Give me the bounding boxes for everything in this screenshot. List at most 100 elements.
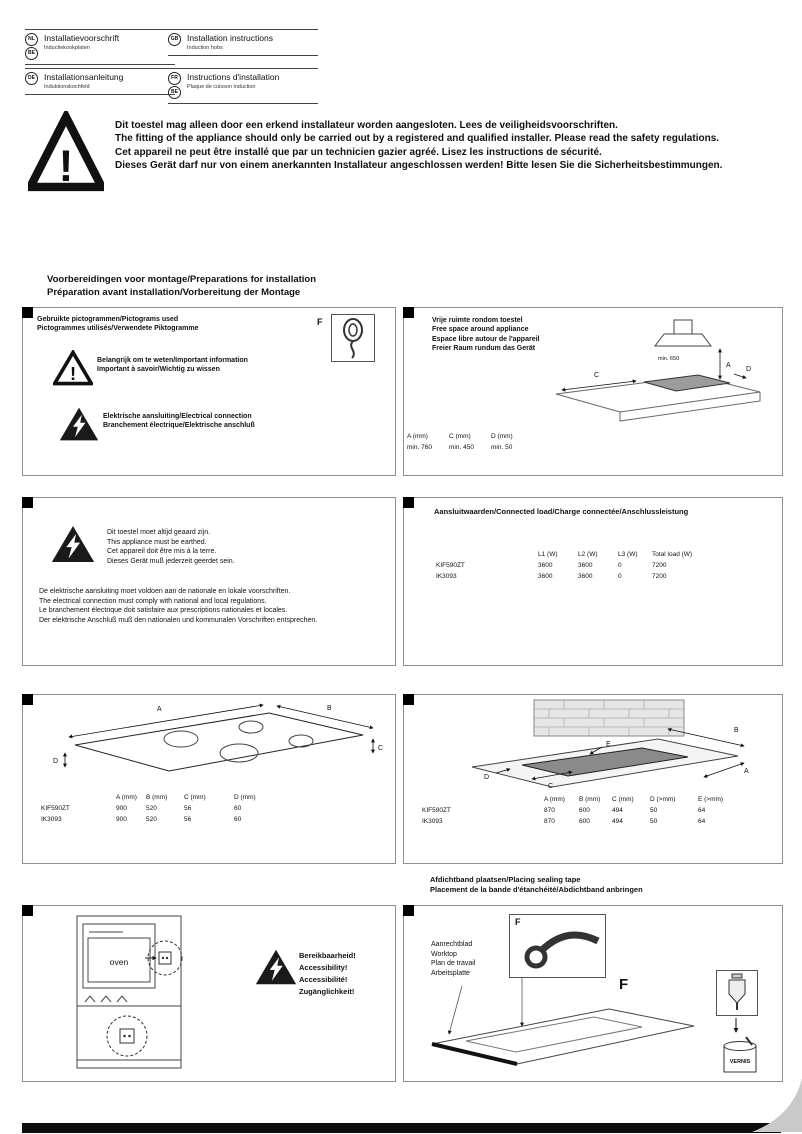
lang-text: Installation instructions Induction hobs [187,33,273,51]
lang-title: Installation instructions [187,33,273,43]
free-space-title: Vrije ruimte rondom toestel Free space a… [432,317,540,352]
tape-f-label: F [317,317,323,327]
dim-label-c: C [548,783,553,789]
dim-label-e: E [606,741,611,748]
lang-badge-fr: FR [168,72,181,85]
panel-corner-marker [403,497,414,508]
panel-corner-marker [22,694,33,705]
dim-label-a: A [157,706,162,713]
panel-corner-marker [403,694,414,705]
hob-dimensions-table: A (mm) B (mm) C (mm) D (mm) KIF590ZT 900… [41,791,274,824]
lang-title: Instructions d'installation [187,72,280,82]
dim-label-a: A [744,768,749,775]
table-row: IK3093 3600 3600 0 7200 [436,573,667,580]
lang-block-fr-be: FR BE Instructions d'installation Plaque… [168,68,318,104]
warning-triangle-icon: ! [28,111,104,192]
important-info-icon: ! [53,350,93,386]
tape-detail-inset: F [509,914,606,978]
panel-corner-marker [22,497,33,508]
lang-subtitle: Induction hobs [187,45,223,51]
sealing-tape-image [331,314,375,362]
table-row: IK3093 900 520 56 60 [41,816,242,823]
table-header-row: L1 (W) L2 (W) L3 (W) Total load (W) [538,551,693,558]
connected-load-title: Aansluitwaarden/Connected load/Charge co… [434,507,689,516]
hob-dimensions-diagram: A B C D [53,703,383,772]
cutout-dimensions-table: A (mm) B (mm) C (mm) D (>mm) E (>mm) KIF… [422,793,738,826]
lang-badge-nl: NL [25,33,38,46]
pictograms-panel: Gebruikte pictogrammen/Pictograms used P… [22,307,396,476]
sealing-tape-title: Afdichtband plaatsen/Placing sealing tap… [430,875,643,894]
sealing-tape-diagram [431,978,739,1066]
lang-subtitle: Inductiekookplaten [44,45,90,51]
table-row: KIF590ZT 3600 3600 0 7200 [436,562,667,569]
tape-roll-icon [524,931,600,969]
lang-badge-de: DE [25,72,38,85]
dim-label-b: B [327,705,332,712]
table-row: KIF590ZT 870 600 494 50 64 [422,807,706,814]
glue-box [716,970,758,1016]
table-row: IK3093 870 600 494 50 64 [422,818,706,825]
lang-title: Installatievoorschrift [44,33,120,43]
lang-subtitle: Induktionskochfeld [44,84,90,90]
glue-tube-icon [728,973,746,1010]
dim-label-d: D [484,774,489,781]
tape-roll-icon [343,318,363,359]
lang-subtitle: Plaque de cuisson induction [187,84,256,90]
safety-line-en: The fitting of the appliance should only… [115,133,720,145]
lang-block-de: DE Installationsanleitung Induktionskoch… [25,68,175,95]
lang-badge-be: BE [25,47,38,60]
cutout-diagram: E B A C D [471,699,749,789]
varnish-can-icon: VERNIS [723,1036,757,1073]
dim-label-b: B [734,727,739,734]
panel-corner-marker [22,307,33,318]
tape-f-label: F [515,917,521,927]
accessibility-text: Bereikbaarheid! Accessibility! Accessibi… [299,951,356,996]
connected-load-table: L1 (W) L2 (W) L3 (W) Total load (W) KIF5… [436,548,722,581]
safety-line-de: Dieses Gerät darf nur von einem anerkann… [115,160,723,172]
section-title-line1: Voorbereidingen voor montage/Preparation… [47,274,317,285]
table-header-row: A (mm) B (mm) C (mm) D (>mm) E (>mm) [544,796,724,803]
lang-badges: FR BE [168,72,181,99]
lang-title: Installationsanleitung [44,72,124,82]
lang-text: Instructions d'installation Plaque de cu… [187,72,279,99]
panel-corner-marker [403,905,414,916]
hob-dimensions-panel: A B C D A (mm) B (mm) C (mm) D (mm) KIF5… [22,694,396,864]
safety-notice: Dit toestel mag alleen door een erkend i… [115,119,722,173]
lang-text: Installatievoorschrift Inductiekookplate… [44,33,119,60]
can-label: VERNIS [730,1059,751,1065]
panel-corner-marker [403,307,414,318]
svg-text:!: ! [59,142,74,191]
electrical-connection-text: Elektrische aansluiting/Electrical conne… [103,413,255,430]
lang-badges: DE [25,72,38,90]
cutout-dimensions-panel: E B A C D A (mm) B (mm) C (mm) D (>mm) E… [403,694,783,864]
important-info-text: Belangrijk om te weten/Important informa… [97,357,248,374]
electrical-connection-icon [59,407,99,441]
svg-text:!: ! [70,363,76,384]
dim-label-min: min. 650 [658,356,679,362]
electrical-warning-icon [255,949,297,985]
dim-label-d: D [53,758,58,765]
safety-line-nl: Dit toestel mag alleen door een erkend i… [115,120,618,131]
section-title-line2: Préparation avant installation/Vorbereit… [47,286,301,298]
table-row: min. 760 min. 450 min. 50 [407,444,513,451]
dim-label-d: D [746,366,751,373]
earthing-panel: Dit toestel moet altijd geaard zijn. Thi… [22,497,396,666]
free-space-panel: Vrije ruimte rondom toestel Free space a… [403,307,783,476]
worktop-labels: Aanrechtblad Worktop Plan de travail Arb… [431,941,476,977]
lang-block-nl-be: NL BE Installatievoorschrift Inductiekoo… [25,29,175,65]
lang-text: Installationsanleitung Induktionskochfel… [44,72,123,90]
accessibility-panel: oven Bereikbaarheid! Accessibility! Acce… [22,905,396,1082]
dim-label-c: C [594,372,599,379]
free-space-diagram: A min. 650 C D [555,319,761,422]
regulations-text: De elektrische aansluiting moet voldoen … [39,588,318,624]
free-space-table: A (mm) C (mm) D (mm) min. 760 min. 450 m… [407,430,533,452]
electrical-warning-icon [51,525,95,563]
lang-block-gb: GB Installation instructions Induction h… [168,29,318,56]
oven-label: oven [110,957,129,967]
lang-badges: GB [168,33,181,51]
section-title: Voorbereidingen voor montage/Preparation… [47,274,316,299]
pictograms-title: Gebruikte pictogrammen/Pictograms used P… [37,316,199,333]
oven-accessibility-diagram: oven [76,915,183,1069]
footer-bar [22,1123,781,1133]
